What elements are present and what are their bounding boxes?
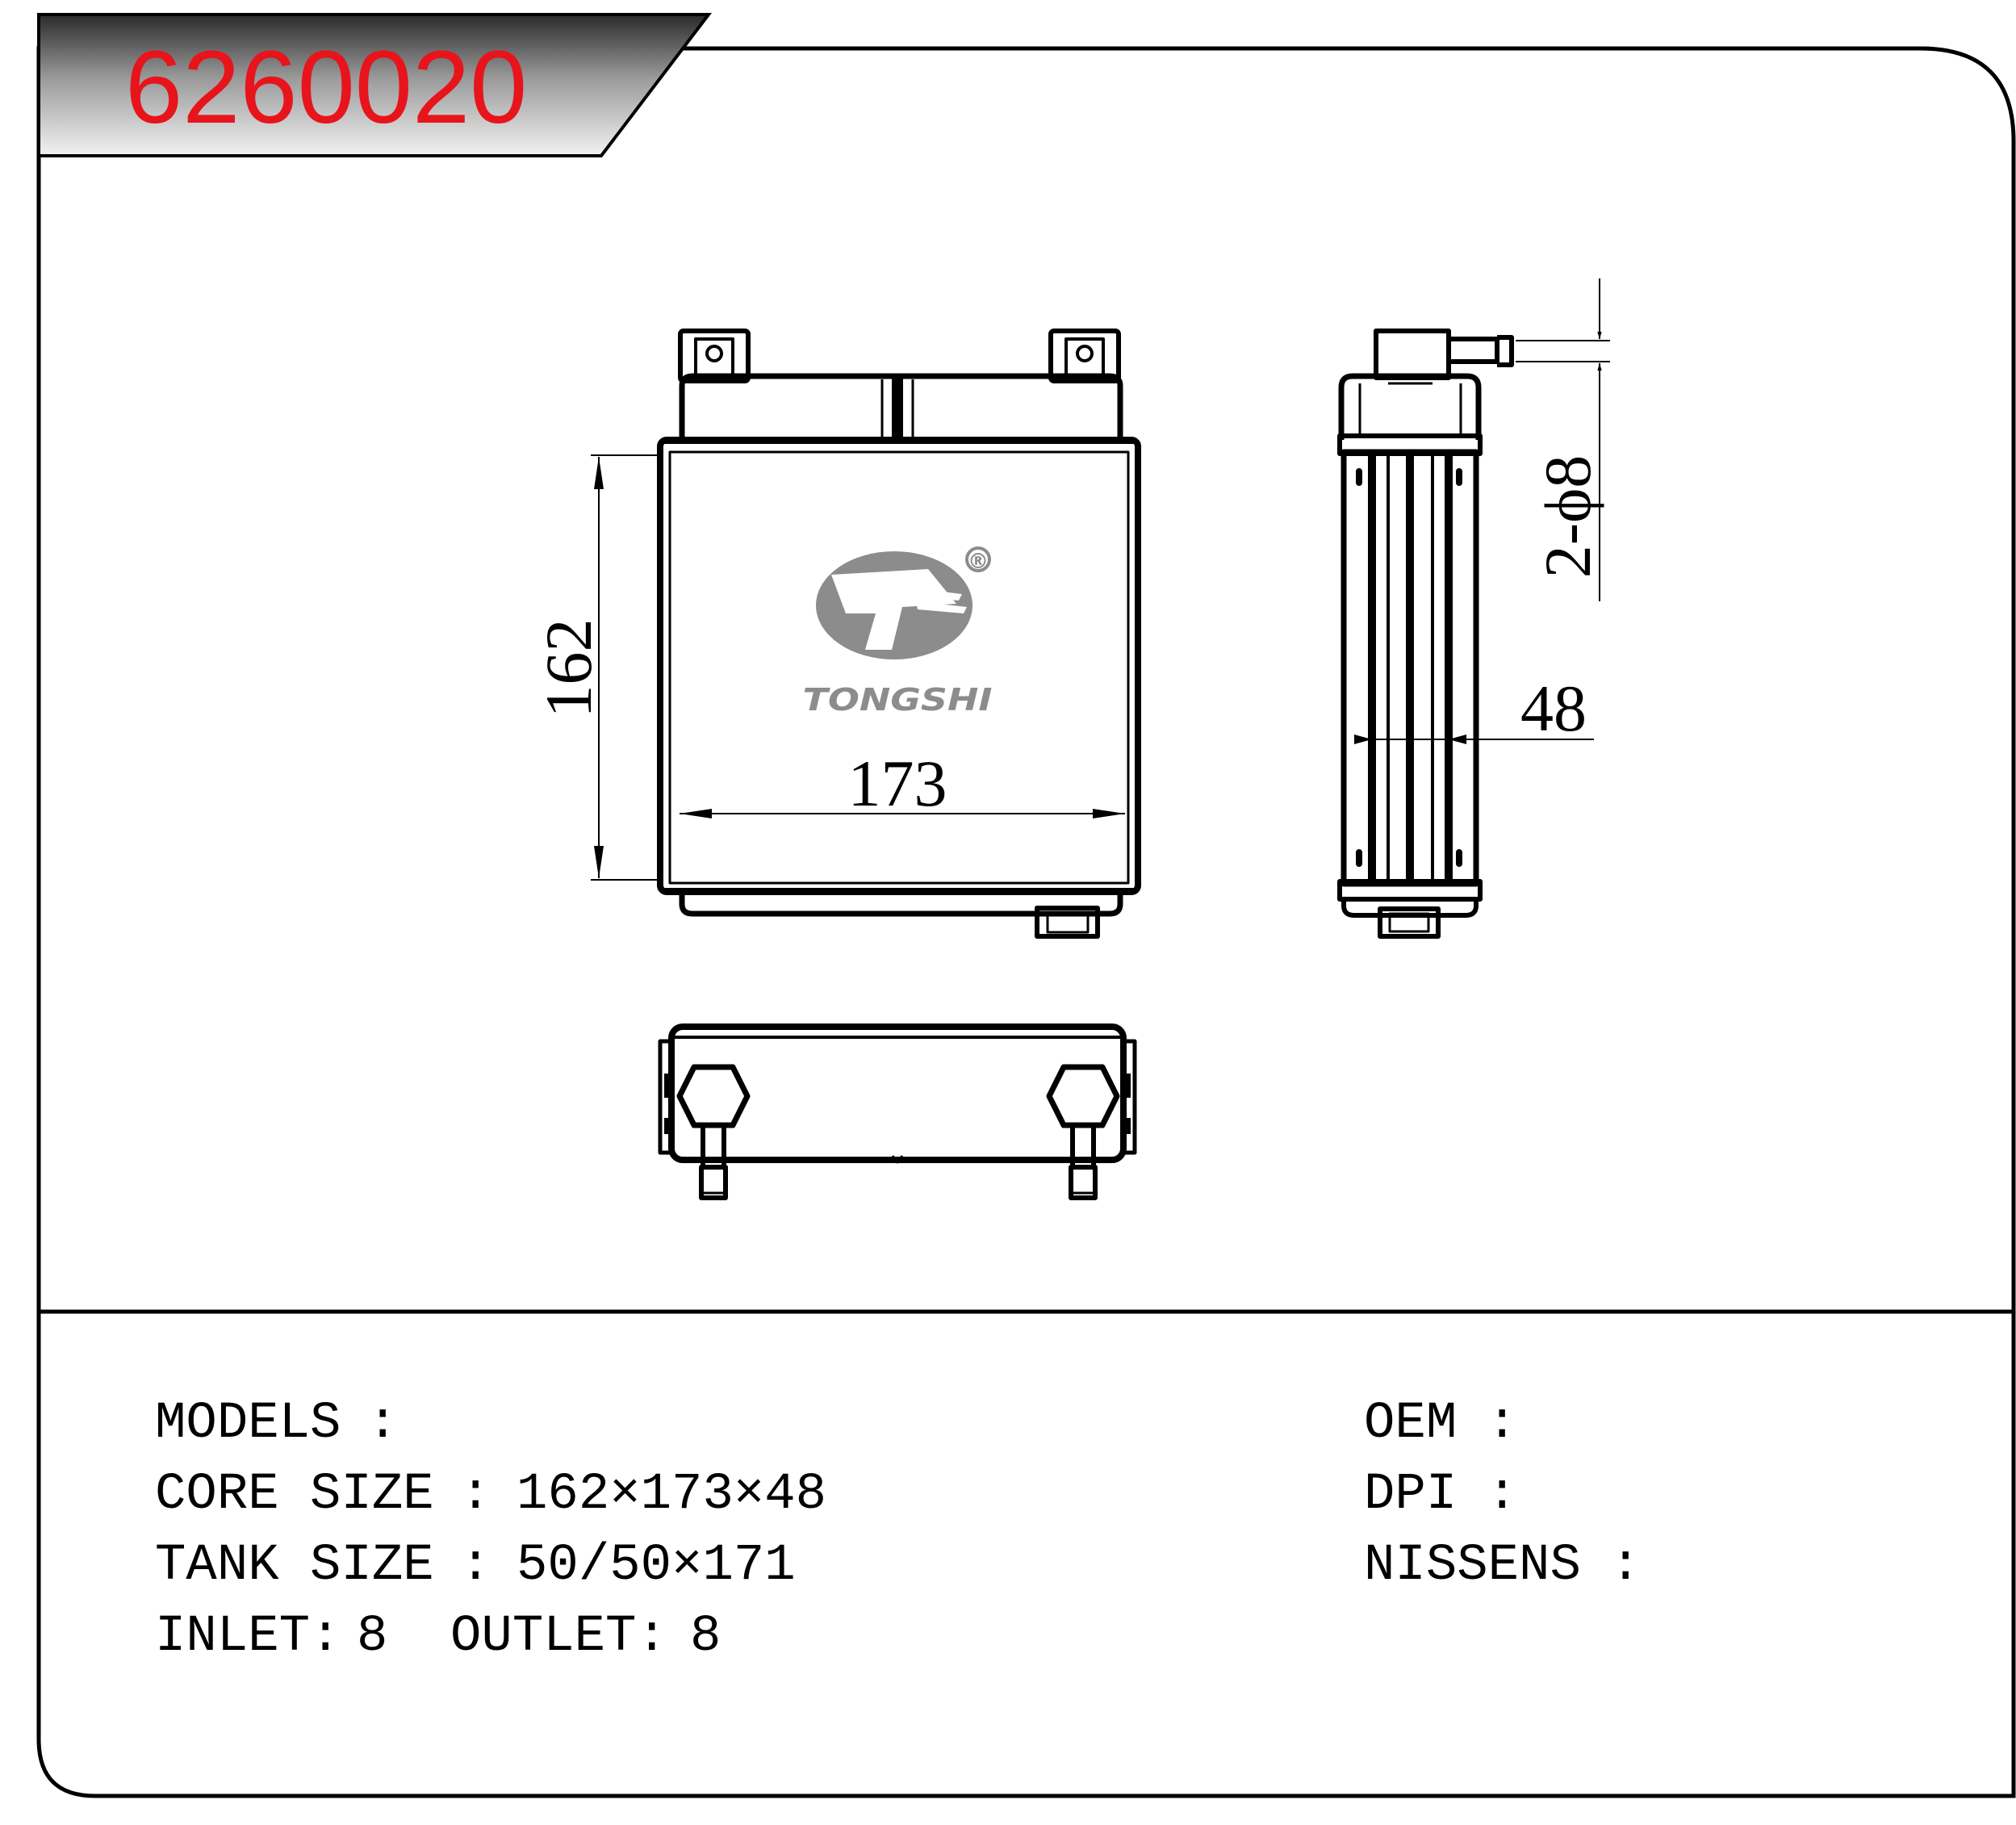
spec-tank-size-label: TANK SIZE <box>155 1537 434 1595</box>
spec-row-dpi: DPI : <box>1364 1466 1517 1524</box>
spec-outlet-label: OUTLET: <box>450 1608 667 1666</box>
brand-logo: ® TONGSHI <box>803 546 993 718</box>
spec-models-label: MODELS <box>155 1395 341 1453</box>
spec-row-core-size: CORE SIZE : 162×173×48 <box>155 1466 826 1524</box>
dimension-height-label: 162 <box>532 619 605 718</box>
fitting-hex-left <box>676 1064 751 1128</box>
spec-nissens-label: NISSENS <box>1364 1537 1581 1595</box>
registered-mark: ® <box>968 550 989 574</box>
spec-tank-size-separator: : <box>460 1537 491 1595</box>
spec-row-models: MODELS : <box>155 1395 398 1453</box>
dimension-depth: 48 <box>1354 672 1594 745</box>
core-outer <box>657 437 1141 895</box>
brand-name: TONGSHI <box>803 682 993 718</box>
bottom-tank <box>679 892 1123 917</box>
dimension-pipe: 2-ϕ8 <box>1516 278 1610 601</box>
spec-inlet-label: INLET: <box>155 1608 341 1666</box>
spec-row-tank-size: TANK SIZE : 50/50×171 <box>155 1537 796 1595</box>
spec-core-size-label: CORE SIZE <box>155 1466 434 1524</box>
dimension-depth-label: 48 <box>1520 672 1587 745</box>
spec-outlet-value: 8 <box>690 1608 721 1666</box>
spec-dpi-separator: : <box>1487 1466 1517 1524</box>
bottom-view <box>658 1023 1137 1200</box>
spec-core-size-value: 162×173×48 <box>517 1466 826 1524</box>
bottom-bracket <box>1035 906 1100 939</box>
inlet-pipe-housing <box>1374 329 1451 380</box>
spec-nissens-separator: : <box>1610 1537 1641 1595</box>
fitting-hex-right <box>1046 1064 1120 1128</box>
spec-oem-label: OEM <box>1364 1395 1457 1453</box>
spec-dpi-label: DPI <box>1364 1466 1457 1524</box>
core-inner <box>668 450 1130 885</box>
spec-row-inlet-outlet: INLET: 8 OUTLET: 8 <box>155 1608 721 1666</box>
dimension-height: 162 <box>532 454 660 881</box>
spec-row-oem: OEM : <box>1364 1395 1517 1453</box>
spec-table: MODELS : CORE SIZE : 162×173×48 TANK SIZ… <box>155 1395 1641 1666</box>
inlet-pipe <box>1449 337 1499 364</box>
dimension-width-label: 173 <box>848 747 947 820</box>
spec-core-size-separator: : <box>460 1466 491 1524</box>
part-number-tab: 6260020 <box>37 13 713 157</box>
spec-tank-size-value: 50/50×171 <box>517 1537 796 1595</box>
spec-row-nissens: NISSENS : <box>1364 1537 1641 1595</box>
bottom-view-frame <box>668 1023 1127 1163</box>
part-number: 6260020 <box>125 30 527 145</box>
dimension-width: 173 <box>680 747 1125 820</box>
dimension-pipe-label: 2-ϕ8 <box>1531 455 1604 578</box>
spec-oem-separator: : <box>1487 1395 1517 1453</box>
front-view <box>657 329 1141 939</box>
sheet-border <box>36 46 2016 1798</box>
outlet-pipe-side <box>1378 906 1441 939</box>
spec-models-separator: : <box>367 1395 398 1453</box>
spec-inlet-value: 8 <box>357 1608 387 1666</box>
side-view <box>1337 329 1514 939</box>
